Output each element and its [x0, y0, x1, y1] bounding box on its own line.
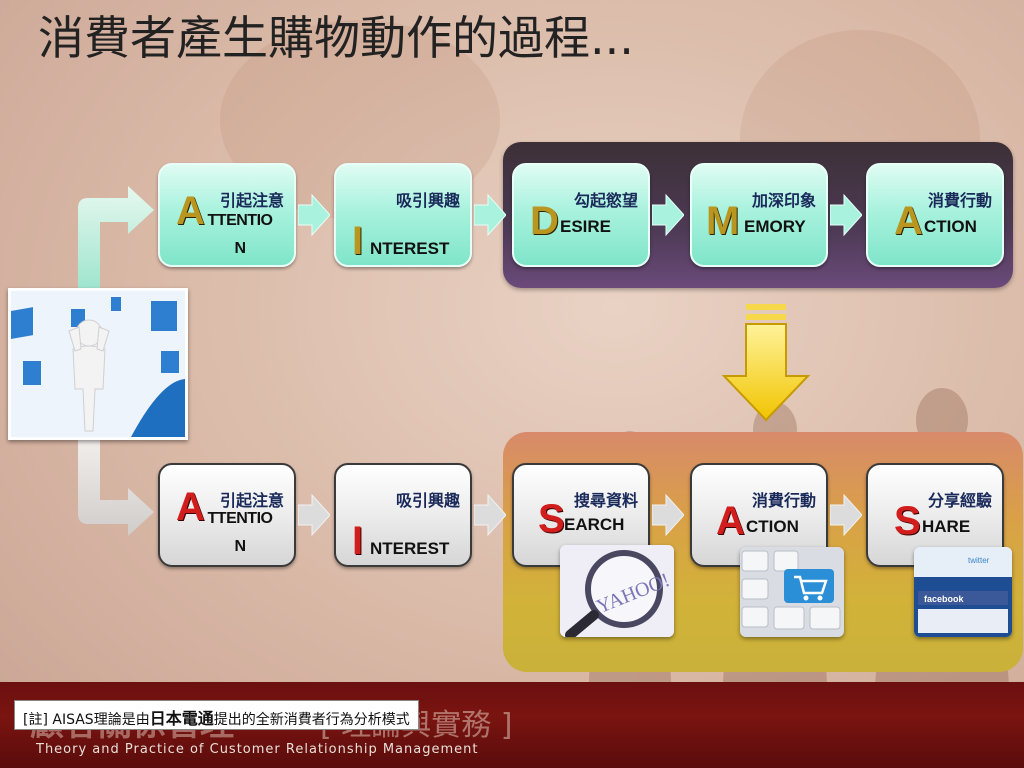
footer-subtitle: Theory and Practice of Customer Relation…	[36, 742, 479, 757]
top-memory-cn: 加深印象	[751, 191, 816, 210]
branch-arrow-down	[78, 440, 154, 536]
bottom-share-cn: 分享經驗	[927, 491, 992, 510]
bottom-interest-rest: NTEREST	[370, 539, 450, 558]
top-action-rest: CTION	[924, 217, 977, 236]
top-memory-box: 加深印象 M EMORY	[690, 163, 828, 267]
bottom-search-cn: 搜尋資料	[573, 491, 638, 510]
bottom-interest-initial: I	[352, 519, 364, 563]
top-arrow-1	[298, 193, 330, 237]
top-memory-rest: EMORY	[744, 217, 806, 236]
bottom-attention-box: 引起注意 A TTENTION	[158, 463, 296, 567]
bottom-arrow-1	[298, 493, 330, 537]
top-desire-initial: D	[530, 199, 559, 243]
bottom-attention-cn: 引起注意	[219, 491, 284, 510]
bottom-arrow-4	[830, 493, 862, 537]
twitter-text: twitter	[968, 556, 990, 565]
top-attention-box: 引起注意 A TTENTION	[158, 163, 296, 267]
facebook-text: facebook	[924, 594, 965, 604]
bottom-interest-box: 吸引興趣 I NTEREST	[334, 463, 472, 567]
top-interest-rest: NTEREST	[370, 239, 450, 258]
top-desire-box: 勾起慾望 D ESIRE	[512, 163, 650, 267]
footnote-prefix: [註] AISAS理論是由	[23, 712, 150, 728]
top-memory-initial: M	[706, 199, 740, 243]
yahoo-search-image: YAHOO!	[560, 545, 674, 637]
bottom-share-rest: HARE	[922, 517, 971, 536]
bottom-attention-rest: TTENTION	[207, 510, 273, 555]
top-desire-cn: 勾起慾望	[573, 191, 638, 210]
top-attention-cn: 引起注意	[219, 191, 284, 210]
top-arrow-3	[652, 193, 684, 237]
page-title: 消費者產生購物動作的過程...	[38, 11, 634, 65]
bottom-share-initial: S	[894, 499, 921, 543]
bottom-action-cn: 消費行動	[751, 491, 816, 510]
top-interest-cn: 吸引興趣	[395, 191, 460, 210]
top-action-initial: A	[894, 199, 923, 243]
down-arrow	[721, 304, 811, 422]
top-action-cn: 消費行動	[927, 191, 992, 210]
bottom-action-rest: CTION	[746, 517, 799, 536]
footnote-suffix: 提出的全新消費者行為分析模式	[213, 712, 410, 728]
bottom-attention-initial: A	[176, 485, 205, 529]
top-action-box: 消費行動 A CTION	[866, 163, 1004, 267]
top-attention-rest: TTENTION	[207, 212, 273, 257]
top-interest-initial: I	[352, 219, 364, 263]
branch-arrow-up	[78, 186, 154, 300]
top-arrow-2	[474, 193, 506, 237]
shopping-cart-keyboard-image	[740, 547, 844, 637]
top-interest-box: 吸引興趣 I NTEREST	[334, 163, 472, 267]
footnote-emphasis: 日本電通	[149, 709, 214, 728]
bottom-arrow-3	[652, 493, 684, 537]
thinking-person-image	[8, 288, 188, 440]
social-media-screen-image: twitter facebook	[914, 547, 1012, 637]
top-attention-initial: A	[176, 189, 205, 233]
top-desire-rest: ESIRE	[560, 217, 612, 236]
bottom-search-initial: S	[538, 497, 565, 541]
bottom-arrow-2	[474, 493, 506, 537]
bottom-interest-cn: 吸引興趣	[395, 491, 460, 510]
bottom-action-initial: A	[716, 499, 745, 543]
footnote: [註] AISAS理論是由日本電通提出的全新消費者行為分析模式	[14, 700, 419, 730]
bottom-search-rest: EARCH	[564, 515, 625, 534]
top-arrow-4	[830, 193, 862, 237]
